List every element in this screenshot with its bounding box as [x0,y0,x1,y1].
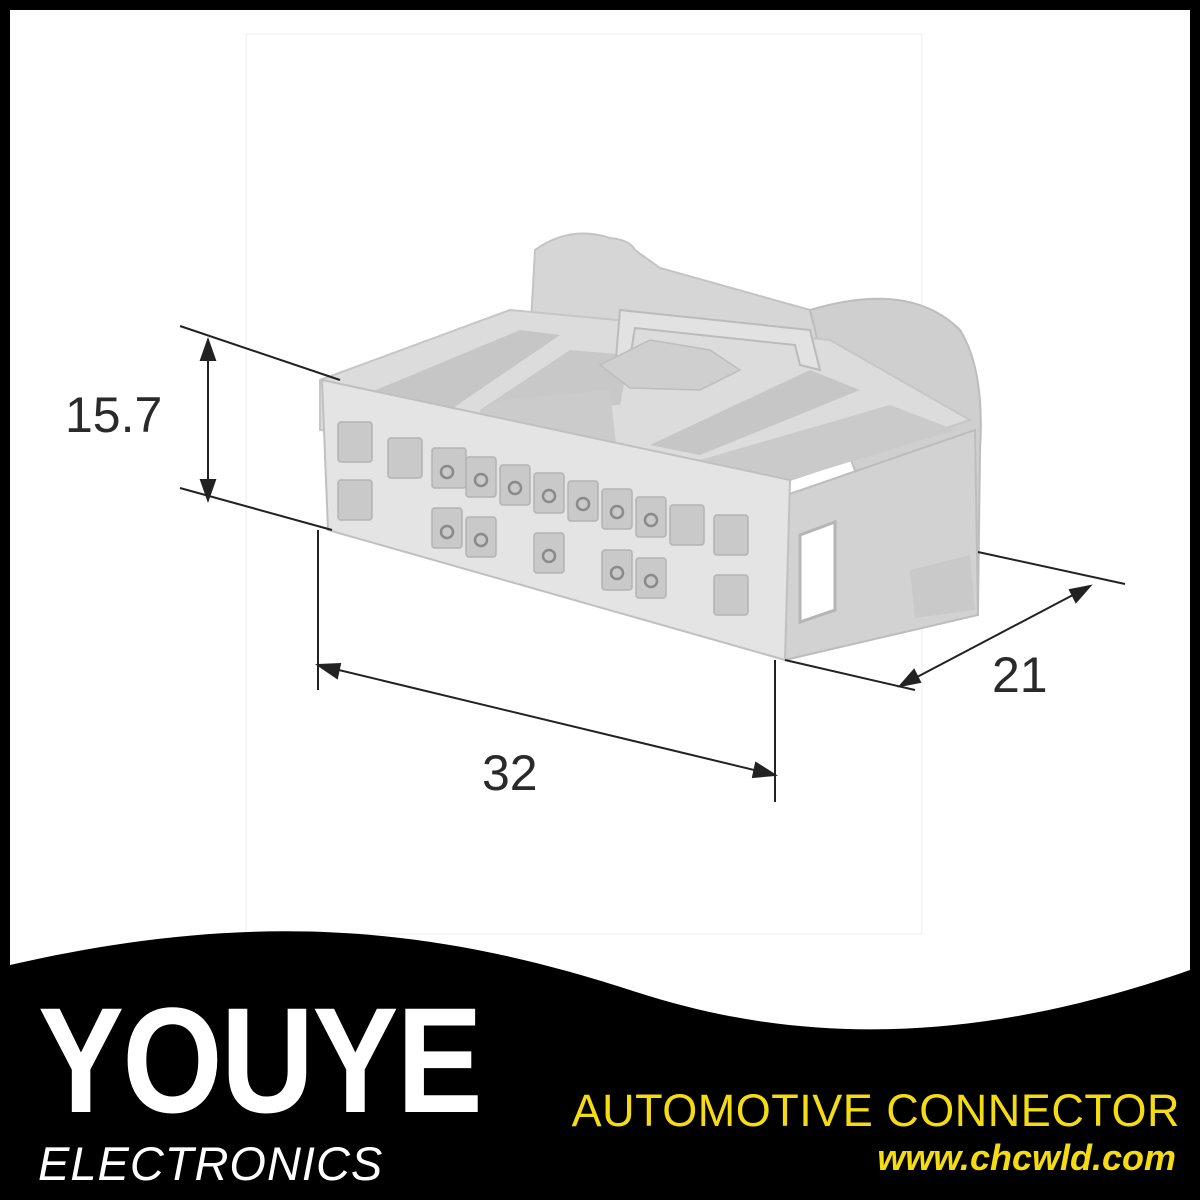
dimension-height-label: 15.7 [65,387,163,443]
dimension-depth-label: 21 [992,647,1048,703]
dimension-width-label: 32 [482,745,538,801]
website-link[interactable]: www.chcwld.com [877,1137,1176,1178]
product-tagline: AUTOMOTIVE CONNECTOR [571,1085,1180,1136]
cavity-grid [337,421,749,616]
dimension-lines [179,325,1126,802]
terminal-clips [439,464,659,589]
connector-drawing [179,33,1126,935]
product-frame: 15.7 32 21 YOUYE ELECTRONICS AUTOMOTIVE … [10,10,1190,1190]
brand-logo-text: YOUYE [38,976,483,1144]
brand-subtitle: ELECTRONICS [38,1137,384,1190]
